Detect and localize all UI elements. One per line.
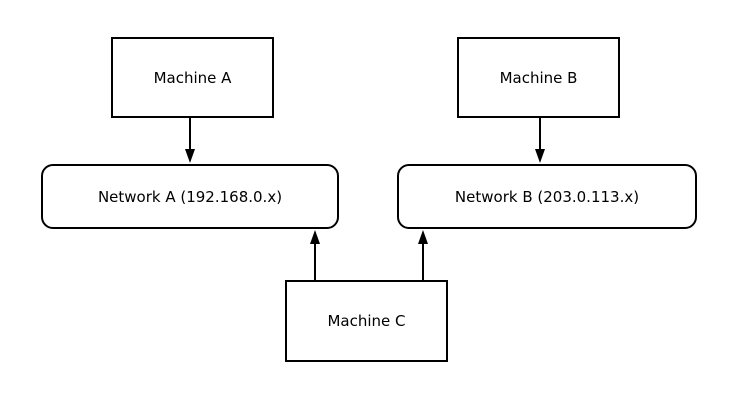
edge-machine-b-to-network-b (535, 118, 545, 163)
edge-machine-c-to-network-b (418, 230, 428, 280)
node-machine-a-label: Machine A (153, 68, 232, 87)
node-machine-a: Machine A (111, 37, 274, 118)
node-network-b: Network B (203.0.113.x) (397, 164, 697, 229)
node-machine-c: Machine C (285, 280, 448, 362)
node-network-a: Network A (192.168.0.x) (41, 164, 339, 229)
node-machine-c-label: Machine C (327, 312, 406, 330)
node-network-b-label: Network B (203.0.113.x) (454, 187, 640, 206)
node-machine-b-label: Machine B (499, 68, 578, 87)
edge-machine-a-to-network-a (185, 118, 195, 163)
node-machine-b: Machine B (457, 37, 620, 118)
node-network-a-label: Network A (192.168.0.x) (97, 187, 283, 206)
edge-machine-c-to-network-a (310, 230, 320, 280)
